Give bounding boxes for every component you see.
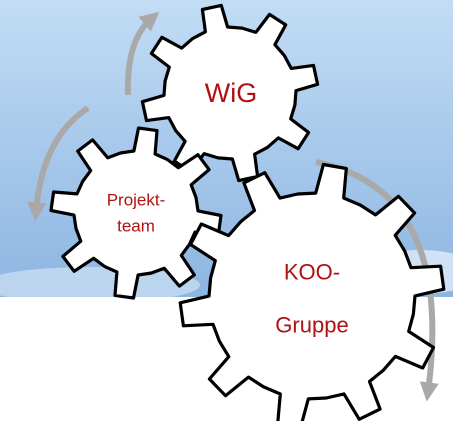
gear-projektteam-label-line1: Projekt-: [107, 191, 166, 210]
gear-projektteam-label-line2: team: [117, 217, 155, 236]
gear-koo-gruppe: KOO- Gruppe: [178, 162, 446, 421]
gear-koo-label-line1: KOO-: [284, 260, 340, 285]
cycle-arrow-top: [124, 11, 160, 96]
cycle-arrow-left: [27, 105, 90, 222]
gear-wig: WiG: [140, 3, 320, 183]
cloud-shape: [0, 267, 200, 303]
gear-koo-label-line2: Gruppe: [275, 313, 348, 338]
gear-wig-label: WiG: [205, 78, 257, 108]
gear-projektteam: Projekt- team: [49, 126, 223, 300]
cycle-arrow-right: [315, 159, 439, 402]
